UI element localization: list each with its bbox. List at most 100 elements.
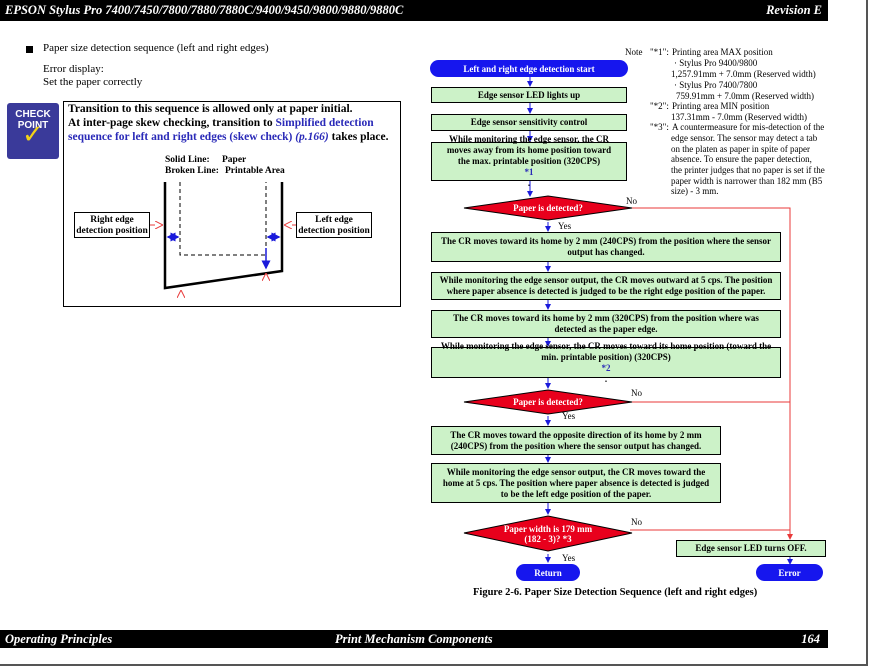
paper-edge-diagram — [150, 182, 296, 298]
note-3-line-c: absence. To ensure the paper detection, — [671, 154, 812, 164]
step-7-line-2: min. printable position) (320CPS)*2. — [441, 352, 771, 385]
decision-3-line-1: Paper width is 179 mm — [503, 524, 593, 534]
step-3-line-3-text: the max. printable position (320CPS) — [457, 156, 601, 166]
left-edge-box-line-2: detection position — [298, 226, 370, 236]
simplified-detection-link[interactable]: Simplified detection — [275, 117, 374, 129]
footer-page-number: 164 — [801, 632, 820, 646]
decision-1-yes: Yes — [558, 221, 572, 231]
step-6-line-1: The CR moves toward its home by 2 mm (32… — [453, 313, 759, 323]
note-1-key: "*1": — [650, 47, 669, 57]
note-2-key: "*2": — [650, 101, 669, 111]
note-ref-2: *2 — [601, 362, 611, 373]
header-title: EPSON Stylus Pro 7400/7450/7800/7880/788… — [5, 3, 404, 17]
skew-check-link[interactable]: sequence for left and right edges (skew … — [68, 131, 293, 143]
step-9-line-3: to be the left edge position of the pape… — [500, 488, 652, 499]
step-9-line-2: home at 5 cps. The position where paper … — [442, 477, 710, 488]
figure-caption: Figure 2-6. Paper Size Detection Sequenc… — [473, 587, 758, 598]
step-4-line-2: output has changed. — [567, 247, 645, 257]
step-6-line-2: detected as the paper edge. — [554, 324, 658, 334]
note-3-line-b: on the platen as paper in spite of paper — [671, 144, 810, 154]
footer-chapter: Operating Principles — [5, 632, 113, 646]
error-display-label: Error display: — [43, 63, 104, 75]
note-label: Note — [625, 47, 643, 57]
note-1-line-d: 759.91mm + 7.0mm (Reserved width) — [676, 91, 815, 101]
check-point-text: Transition to this sequence is allowed o… — [68, 102, 398, 144]
check-point-line-2: At inter-page skew checking, transition … — [68, 117, 276, 129]
decision-paper-detected-2 — [463, 389, 633, 415]
check-point-box — [63, 101, 401, 307]
step-4-line-1: The CR moves toward its home by 2 mm (24… — [441, 236, 771, 246]
decision-paper-width — [463, 515, 633, 552]
step-led-lights-up: Edge sensor LED lights up — [431, 87, 627, 103]
note-3-line-e: paper width is narrower than 182 mm (B5 — [671, 176, 823, 186]
step-8-line-1: The CR moves toward the opposite directi… — [450, 429, 702, 440]
step-7-line-1: While monitoring the edge sensor, the CR… — [440, 340, 772, 351]
step-3-line-2: moves away from its home position toward — [446, 145, 612, 155]
step-sensitivity-control: Edge sensor sensitivity control — [431, 114, 627, 131]
note-3-text: A countermeasure for mis-detection of th… — [672, 122, 825, 132]
check-point-line-3: takes place. — [328, 131, 389, 143]
note-1-text: Printing area MAX position — [672, 47, 773, 57]
note-3-line-a: edge sensor. The sensor may detect a tab — [671, 133, 818, 143]
step-move-home-from-edge: The CR moves toward its home by 2 mm (32… — [431, 310, 781, 338]
decision-3-text: Paper width is 179 mm(182 - 3)? *3 — [490, 524, 606, 544]
decision-3-yes: Yes — [562, 553, 576, 563]
step-left-edge-judged: While monitoring the edge sensor output,… — [431, 463, 721, 503]
note-1-line-c: · Stylus Pro 7400/7800 — [674, 80, 758, 90]
step-monitor-away-from-home: While monitoring the edge sensor, the CR… — [431, 134, 627, 188]
page-reference-link[interactable]: (p.166) — [295, 131, 329, 143]
decision-2-yes: Yes — [562, 411, 576, 421]
step-5-line-1: While monitoring the edge sensor output,… — [439, 275, 773, 285]
step-move-opposite-2mm: The CR moves toward the opposite directi… — [431, 426, 721, 455]
note-3-key: "*3": — [650, 122, 669, 132]
note-3-line-d: the printer judges that no paper is set … — [671, 165, 825, 175]
page-header: EPSON Stylus Pro 7400/7450/7800/7880/788… — [0, 0, 828, 21]
error-display-value: Set the paper correctly — [43, 76, 143, 88]
note-1-line-a: · Stylus Pro 9400/9800 — [674, 58, 758, 68]
step-3-line-3: the max. printable position (320CPS)*1. — [447, 156, 611, 189]
step-led-turns-off: Edge sensor LED turns OFF. — [676, 540, 826, 557]
decision-2-no: No — [631, 388, 642, 398]
footer-section: Print Mechanism Components — [335, 632, 493, 646]
check-point-word-1: CHECK — [15, 109, 51, 120]
step-right-edge-judged: While monitoring the edge sensor output,… — [431, 272, 781, 300]
right-edge-box-line-2: detection position — [76, 226, 148, 236]
decision-paper-detected-1 — [463, 195, 633, 221]
check-point-word-2: POINT — [17, 120, 49, 131]
step-7-line-2-text: min. printable position) (320CPS) — [541, 351, 671, 362]
start-terminal: Left and right edge detection start — [430, 60, 628, 77]
note-3-line-f: size) - 3 mm. — [671, 186, 719, 196]
decision-3-no: No — [631, 517, 642, 527]
step-monitor-toward-home: While monitoring the edge sensor, the CR… — [431, 341, 781, 384]
step-3-line-1: While monitoring the edge sensor, the CR — [449, 134, 609, 144]
step-5-line-2: where paper absence is detected is judge… — [446, 286, 766, 296]
step-8-line-2: (240CPS) from the position where the sen… — [450, 440, 702, 451]
bullet-square-icon — [26, 46, 33, 53]
return-terminal: Return — [516, 564, 580, 581]
decision-1-no: No — [626, 196, 637, 206]
decision-1-text: Paper is detected? — [513, 203, 583, 213]
check-point-line-1: Transition to this sequence is allowed o… — [68, 103, 353, 115]
broken-line-label: Broken Line: — [165, 166, 219, 176]
page-footer: Operating Principles Print Mechanism Com… — [0, 630, 828, 648]
decision-3-line-2: (182 - 3)? *3 — [524, 534, 572, 544]
step-9-line-1: While monitoring the edge sensor output,… — [446, 466, 706, 477]
note-ref-1: *1 — [524, 167, 534, 177]
section-title: Paper size detection sequence (left and … — [43, 42, 269, 54]
decision-2-text: Paper is detected? — [513, 397, 583, 407]
error-terminal: Error — [756, 564, 823, 581]
step-move-home-2mm: The CR moves toward its home by 2 mm (24… — [431, 232, 781, 262]
note-2-text: Printing area MIN position — [672, 101, 770, 111]
note-2-line-a: 137.31mm - 7.0mm (Reserved width) — [671, 112, 807, 122]
right-edge-box-line-1: Right edge — [90, 215, 134, 225]
broken-line-value: Printable Area — [225, 166, 285, 176]
header-revision: Revision E — [766, 3, 822, 17]
note-1-line-b: 1,257.91mm + 7.0mm (Reserved width) — [671, 69, 816, 79]
solid-line-value: Paper — [222, 155, 247, 165]
solid-line-label: Solid Line: — [165, 155, 210, 165]
